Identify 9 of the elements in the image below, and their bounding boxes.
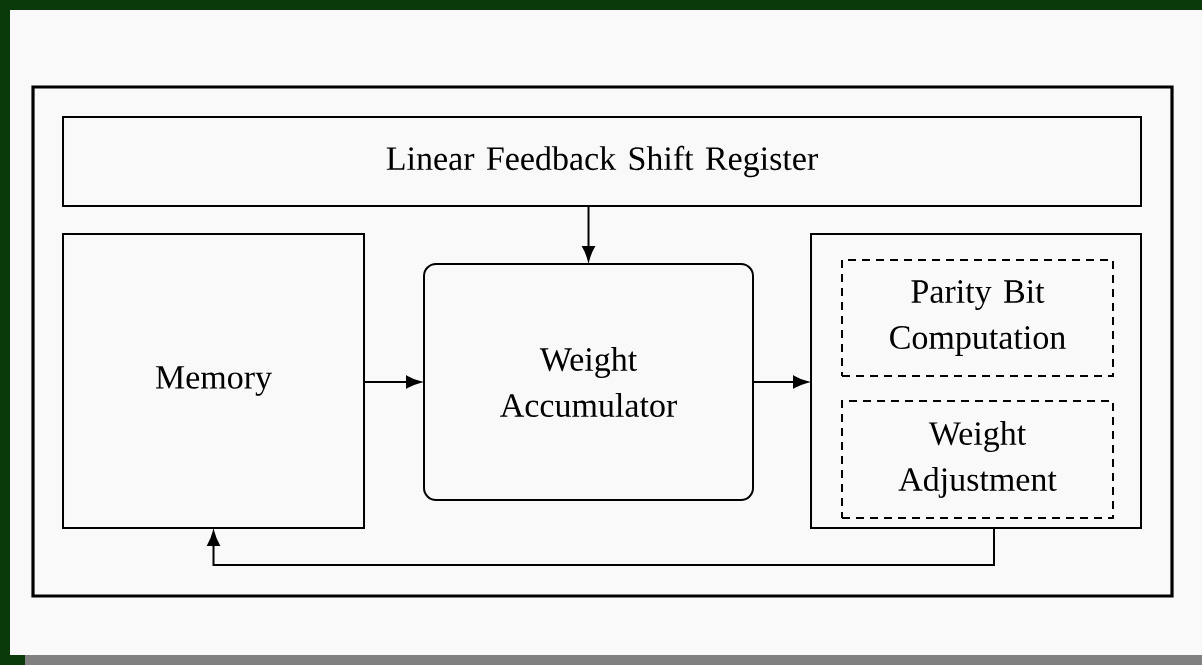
arrow — [207, 527, 995, 566]
arrow — [752, 375, 809, 389]
adjustment-box: Weight Adjustment — [841, 400, 1114, 519]
computation-box: Parity Bit Computation — [841, 259, 1114, 377]
arrow — [363, 375, 422, 389]
accumulator-box: Weight Accumulator — [423, 263, 754, 501]
register-box: Linear Feedback Shift Register — [62, 116, 1142, 207]
memory-box: Memory — [62, 233, 365, 529]
unit-box — [810, 233, 1142, 529]
